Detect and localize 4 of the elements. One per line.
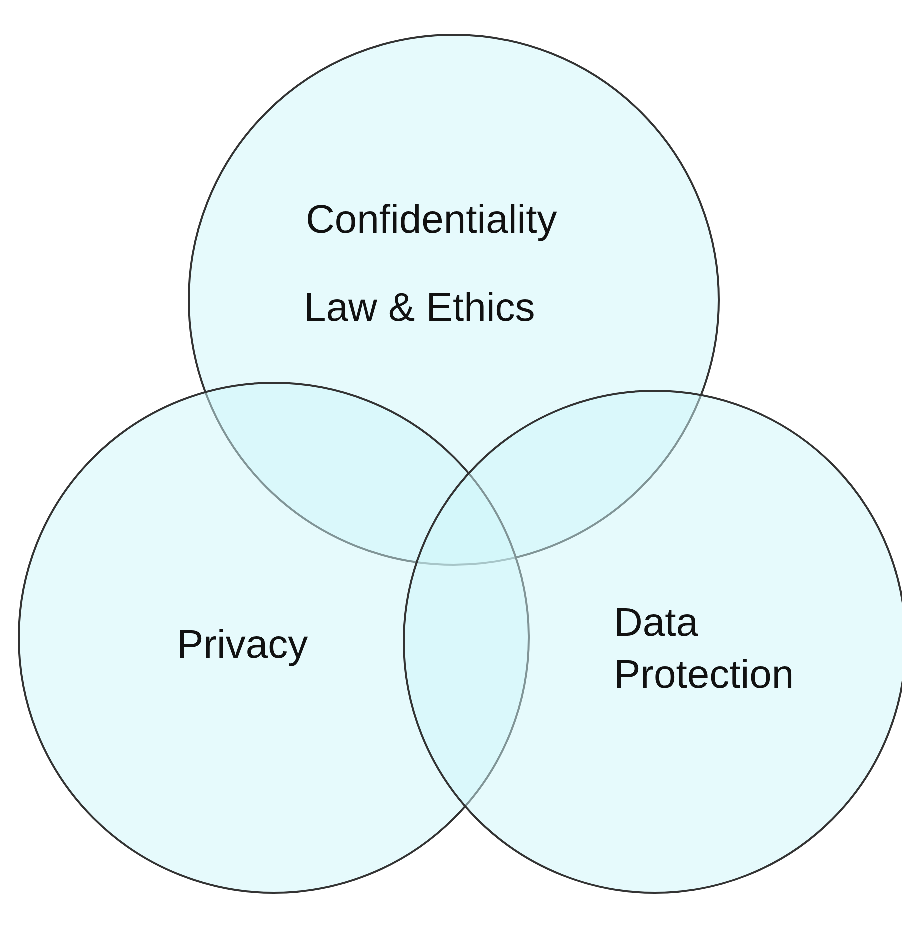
circle-label: Privacy [177, 622, 308, 669]
circle-label: Confidentiality [306, 197, 558, 244]
circle-label: Data Protection [614, 600, 796, 699]
circle-label: Law & Ethics [304, 285, 536, 332]
